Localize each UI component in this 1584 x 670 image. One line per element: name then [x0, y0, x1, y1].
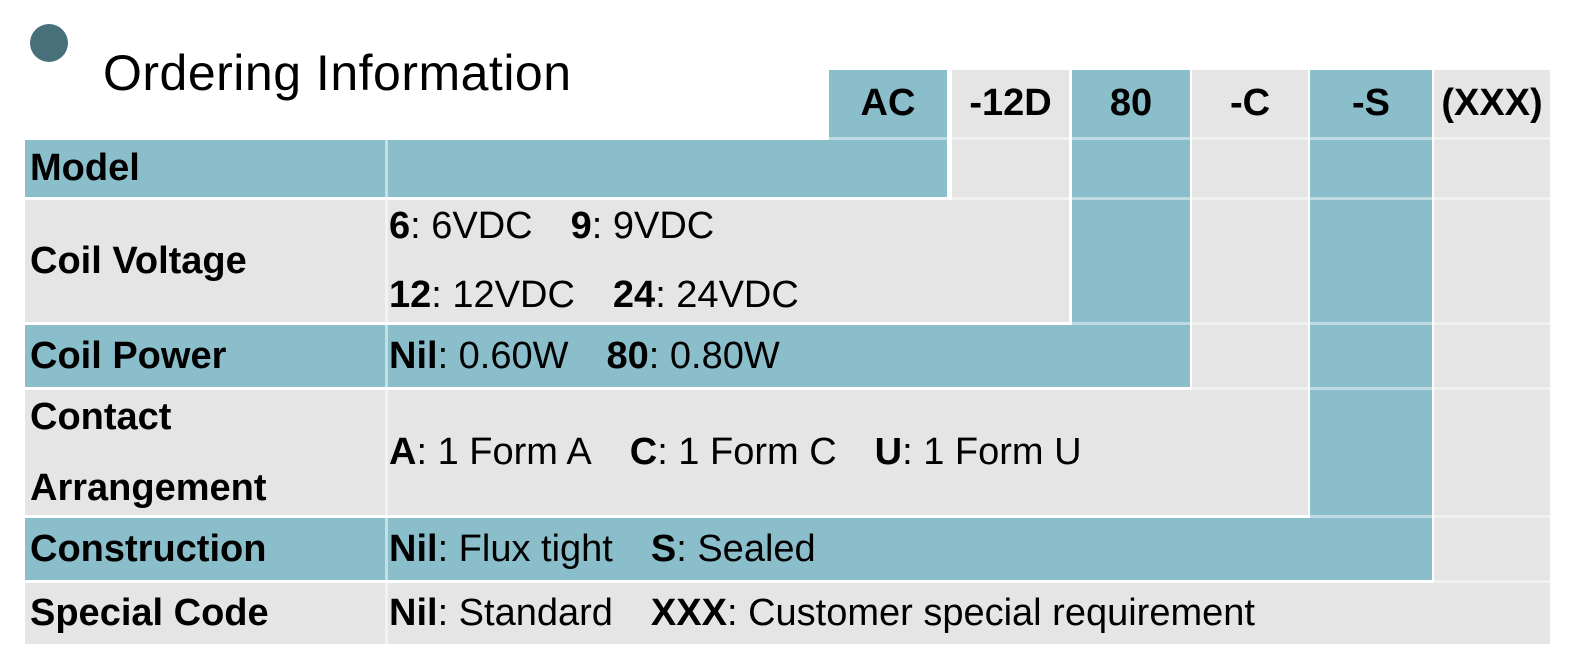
option-item: U: 1 Form U [874, 431, 1082, 473]
column-divider [385, 140, 388, 644]
table-row-coil-voltage: Coil Voltage 6: 6VDC 9: 9VDC 12: 12VDC 24:… [25, 200, 1069, 322]
option-item: C: 1 Form C [629, 431, 837, 473]
option-item: 6: 6VDC [389, 205, 533, 247]
code-cell: (XXX) [1441, 82, 1543, 124]
row-label: Contact Arrangement [30, 395, 267, 509]
row-options: A: 1 Form A C: 1 Form C U: 1 Form U [389, 390, 1082, 515]
options-line: A: 1 Form A C: 1 Form C U: 1 Form U [389, 431, 1082, 474]
table-row-construction: Construction Nil: Flux tight S: Sealed [25, 518, 1432, 580]
code-column-construction: -S [1310, 70, 1432, 580]
option-item: Nil: Flux tight [389, 527, 613, 570]
code-cell: -C [1229, 82, 1271, 124]
option-item: 24: 24VDC [612, 274, 799, 316]
row-separator [829, 580, 1550, 583]
row-options: Nil: Flux tight S: Sealed [389, 518, 816, 580]
row-options: Nil: 0.60W 80: 0.80W [389, 325, 780, 387]
option-item: 9: 9VDC [570, 205, 715, 247]
table-row-special-code: Special Code Nil: Standard XXX: Customer … [25, 583, 1550, 644]
option-item: Nil: Standard [389, 592, 613, 634]
options-line: 6: 6VDC 9: 9VDC [389, 205, 799, 248]
options-line: Nil: Flux tight S: Sealed [389, 528, 816, 571]
options-line: 12: 12VDC 24: 24VDC [389, 274, 799, 317]
page-title: Ordering Information [103, 44, 572, 101]
row-options: Nil: Standard XXX: Customer special requi… [389, 583, 1255, 644]
option-item: 12: 12VDC [389, 274, 575, 316]
code-cell: -12D [969, 82, 1052, 124]
option-item: Nil: 0.60W [389, 334, 569, 377]
options-line: Nil: 0.60W 80: 0.80W [389, 335, 780, 378]
row-separator [829, 387, 1550, 390]
row-label: Model [30, 147, 140, 189]
code-cell: AC [860, 82, 916, 124]
code-column-special-code: (XXX) [1434, 70, 1550, 644]
options-line: Nil: Standard XXX: Customer special requi… [389, 592, 1255, 635]
code-cell: -S [1352, 82, 1390, 124]
option-item: XXX: Customer special requirement [650, 592, 1255, 634]
row-label: Coil Voltage [30, 239, 247, 282]
row-label: Coil Power [30, 334, 227, 377]
section-bullet-icon [30, 24, 68, 62]
code-cell: 80 [1109, 82, 1153, 124]
option-item: 80: 0.80W [606, 334, 780, 377]
table-row-contact-arrangement: Contact Arrangement A: 1 Form A C: 1 Form… [25, 390, 1308, 515]
row-separator [829, 322, 1550, 325]
row-separator [829, 515, 1550, 518]
row-options: 6: 6VDC 9: 9VDC 12: 12VDC 24: 24VDC [389, 200, 799, 322]
table-row-coil-power: Coil Power Nil: 0.60W 80: 0.80W [25, 325, 1190, 387]
row-label: Construction [30, 527, 267, 570]
option-item: A: 1 Form A [389, 431, 592, 473]
table-row-model: Model [25, 140, 947, 197]
row-label: Special Code [30, 592, 269, 634]
option-item: S: Sealed [650, 527, 816, 570]
row-separator [829, 137, 1550, 140]
row-separator [829, 197, 1550, 200]
